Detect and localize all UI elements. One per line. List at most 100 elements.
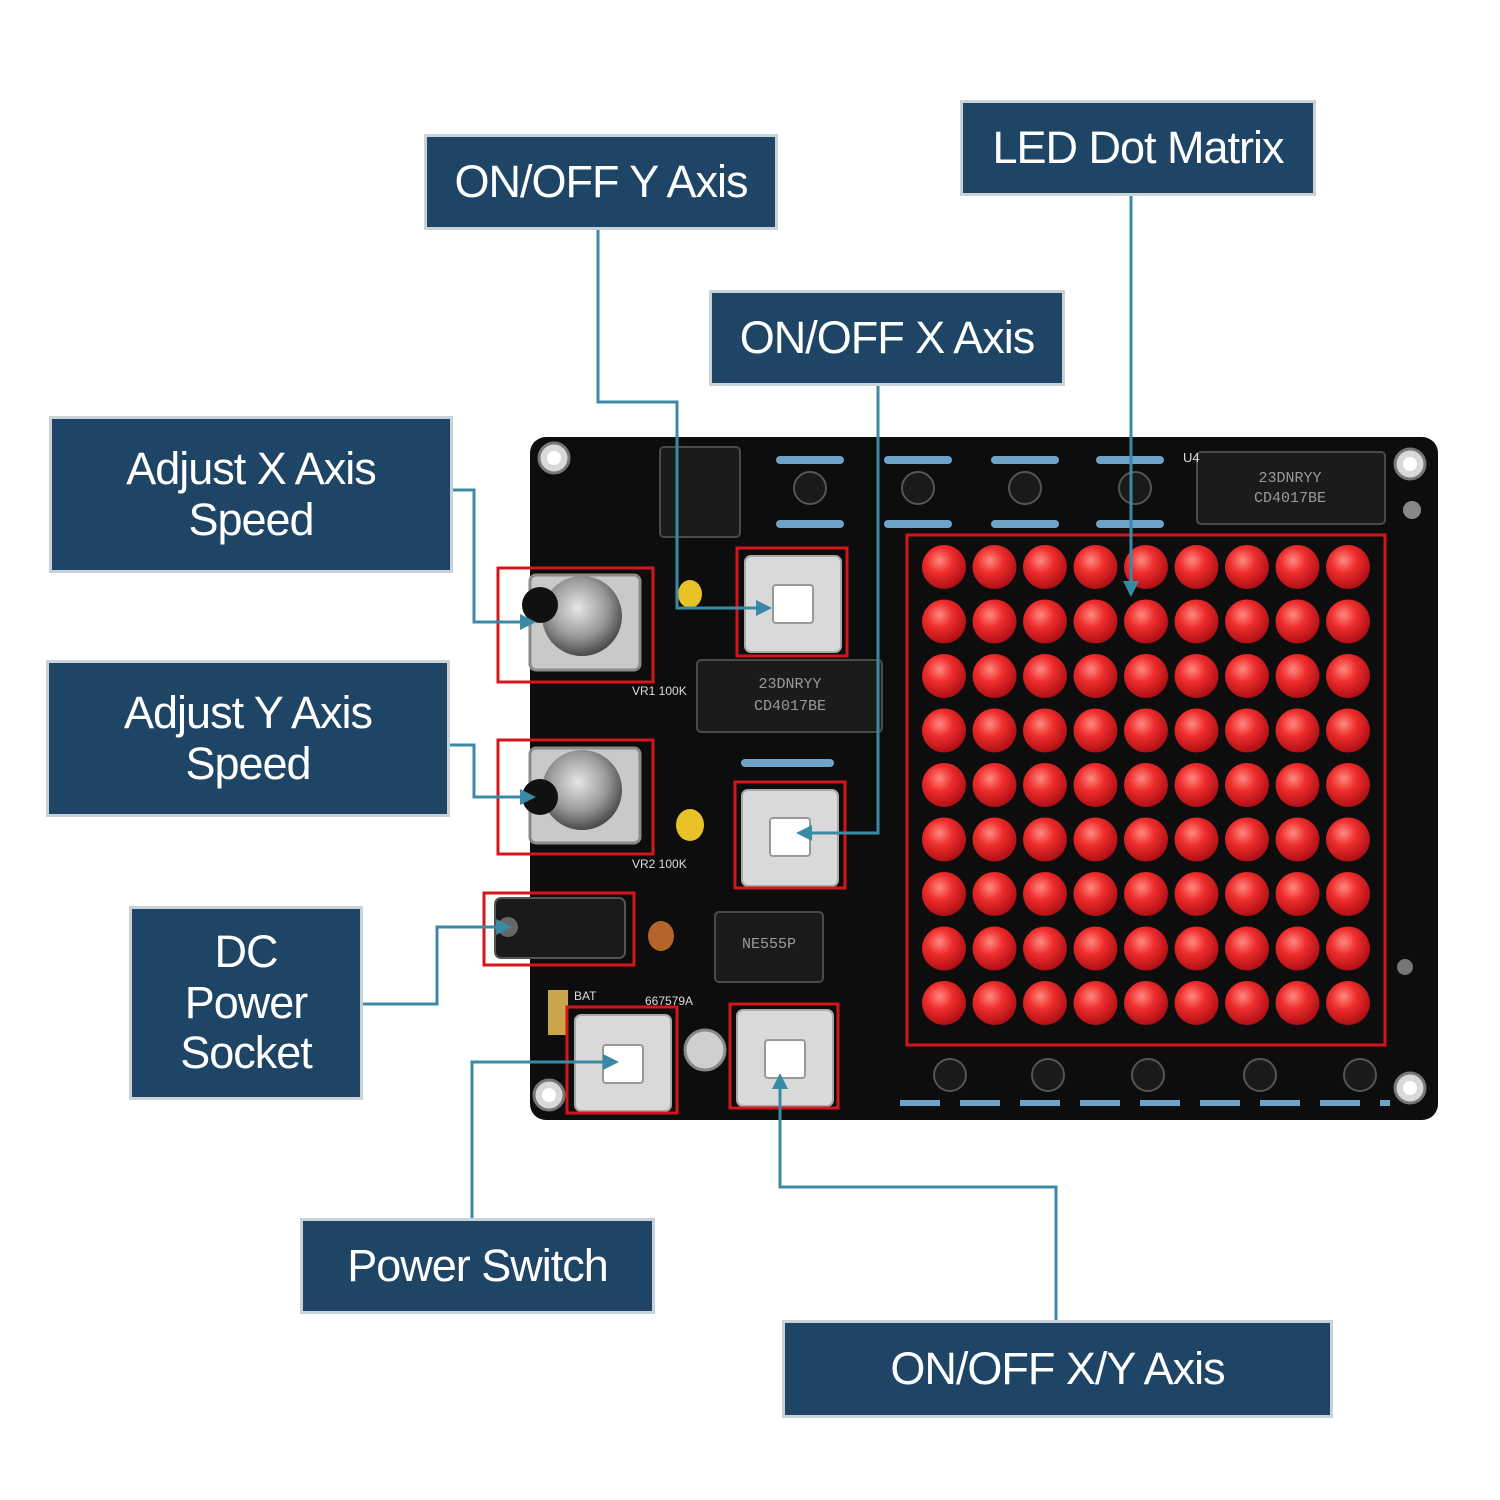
arrow-adjust-x (520, 614, 536, 630)
highlight-switch-y (735, 546, 849, 658)
led-8-4 (1073, 926, 1118, 971)
led-6-7 (1225, 817, 1269, 862)
led-1-2 (972, 545, 1017, 589)
led-4-9 (1326, 708, 1370, 753)
led-6-8 (1275, 817, 1320, 862)
led-6-1 (922, 817, 966, 862)
vr1-silk: VR1 100K (632, 684, 687, 698)
led-1-8 (1275, 545, 1320, 589)
potentiometer-vr2 (522, 746, 642, 845)
led-7-4 (1073, 872, 1118, 916)
top-resistors (776, 456, 1164, 528)
callout-dc-power-socket: DC Power Socket (129, 906, 363, 1100)
battery-header (548, 990, 568, 1035)
led-7-2 (972, 872, 1017, 916)
callout-on-off-y-axis: ON/OFF Y Axis (424, 134, 778, 230)
led-6-4 (1073, 817, 1118, 862)
led-4-5 (1124, 708, 1168, 753)
leader-adjust-y (449, 743, 524, 799)
led-8-3 (1023, 926, 1067, 971)
led-1-4 (1073, 545, 1118, 589)
led-9-3 (1023, 981, 1067, 1025)
led-2-1 (922, 599, 966, 644)
bat-silk: BAT (574, 989, 597, 1003)
potentiometer-vr1 (522, 573, 642, 672)
led-3-1 (922, 654, 966, 698)
led-9-2 (972, 981, 1017, 1025)
switch-power (574, 1014, 672, 1112)
callout-power-switch-text: Power Switch (347, 1239, 609, 1291)
led-2-2 (972, 599, 1017, 644)
led-2-6 (1174, 599, 1219, 644)
leader-dc-power (363, 925, 500, 1006)
leader-xy-axis (778, 1085, 1058, 1320)
leader-adjust-x (452, 488, 524, 624)
led-4-8 (1275, 708, 1320, 753)
led-3-3 (1023, 654, 1067, 698)
led-9-5 (1124, 981, 1168, 1025)
led-3-7 (1225, 654, 1269, 698)
led-1-3 (1023, 545, 1067, 589)
led-7-9 (1326, 872, 1370, 916)
led-4-6 (1174, 708, 1219, 753)
capacitor-c1 (678, 580, 702, 608)
led-4-7 (1225, 708, 1269, 753)
led-3-2 (972, 654, 1017, 698)
chip-middle (696, 659, 883, 733)
led-2-3 (1023, 599, 1067, 644)
mount-hole-tr-inner (1403, 457, 1417, 471)
highlight-dc-jack (482, 891, 636, 967)
led-7-8 (1275, 872, 1320, 916)
chip-u4-code: 23DNRYY (1258, 470, 1321, 487)
arrow-y-axis (756, 600, 772, 616)
callout-dc-power-socket-text: DC Power Socket (180, 926, 313, 1079)
led-3-5 (1124, 654, 1168, 698)
chip-u4-label: CD4017BE (1254, 490, 1326, 507)
led-9-7 (1225, 981, 1269, 1025)
led-7-5 (1124, 872, 1168, 916)
switch-y-axis (744, 555, 842, 653)
led-6-2 (972, 817, 1017, 862)
led-8-2 (972, 926, 1017, 971)
led-6-3 (1023, 817, 1067, 862)
led-7-3 (1023, 872, 1067, 916)
top-components (793, 471, 1152, 505)
led-6-9 (1326, 817, 1370, 862)
leader-power-switch (470, 1060, 607, 1218)
chip-middle-code: 23DNRYY (758, 676, 821, 693)
led-8-8 (1275, 926, 1320, 971)
led-3-8 (1275, 654, 1320, 698)
led-4-2 (972, 708, 1017, 753)
switch-xy-axis (736, 1009, 834, 1107)
capacitor-c4 (676, 809, 704, 841)
arrow-x-axis (796, 825, 812, 841)
led-7-6 (1174, 872, 1219, 916)
vr2-silk: VR2 100K (632, 857, 687, 871)
led-3-6 (1174, 654, 1219, 698)
led-5-7 (1225, 763, 1269, 807)
led-5-4 (1073, 763, 1118, 807)
led-9-6 (1174, 981, 1219, 1025)
led-9-1 (922, 981, 966, 1025)
led-8-7 (1225, 926, 1269, 971)
switch-x-axis (741, 789, 839, 887)
led-8-5 (1124, 926, 1168, 971)
led-6-6 (1174, 817, 1219, 862)
led-1-7 (1225, 545, 1269, 589)
callout-led-dot-matrix-text: LED Dot Matrix (992, 121, 1284, 173)
callout-on-off-xy-axis: ON/OFF X/Y Axis (782, 1320, 1333, 1418)
board-id-silk: 667579A (645, 994, 693, 1008)
arrow-xy-axis (772, 1073, 788, 1089)
callout-on-off-xy-axis-text: ON/OFF X/Y Axis (890, 1342, 1225, 1394)
led-5-9 (1326, 763, 1370, 807)
callout-adjust-y-speed-text: Adjust Y Axis Speed (124, 687, 373, 789)
chip-u4 (1196, 451, 1386, 525)
highlight-switch-power (565, 1005, 679, 1115)
led-3-4 (1073, 654, 1118, 698)
led-3-9 (1326, 654, 1370, 698)
led-5-1 (922, 763, 966, 807)
led-6-5 (1124, 817, 1168, 862)
arrow-dc-power (496, 919, 512, 935)
callout-adjust-x-speed: Adjust X Axis Speed (49, 416, 453, 573)
